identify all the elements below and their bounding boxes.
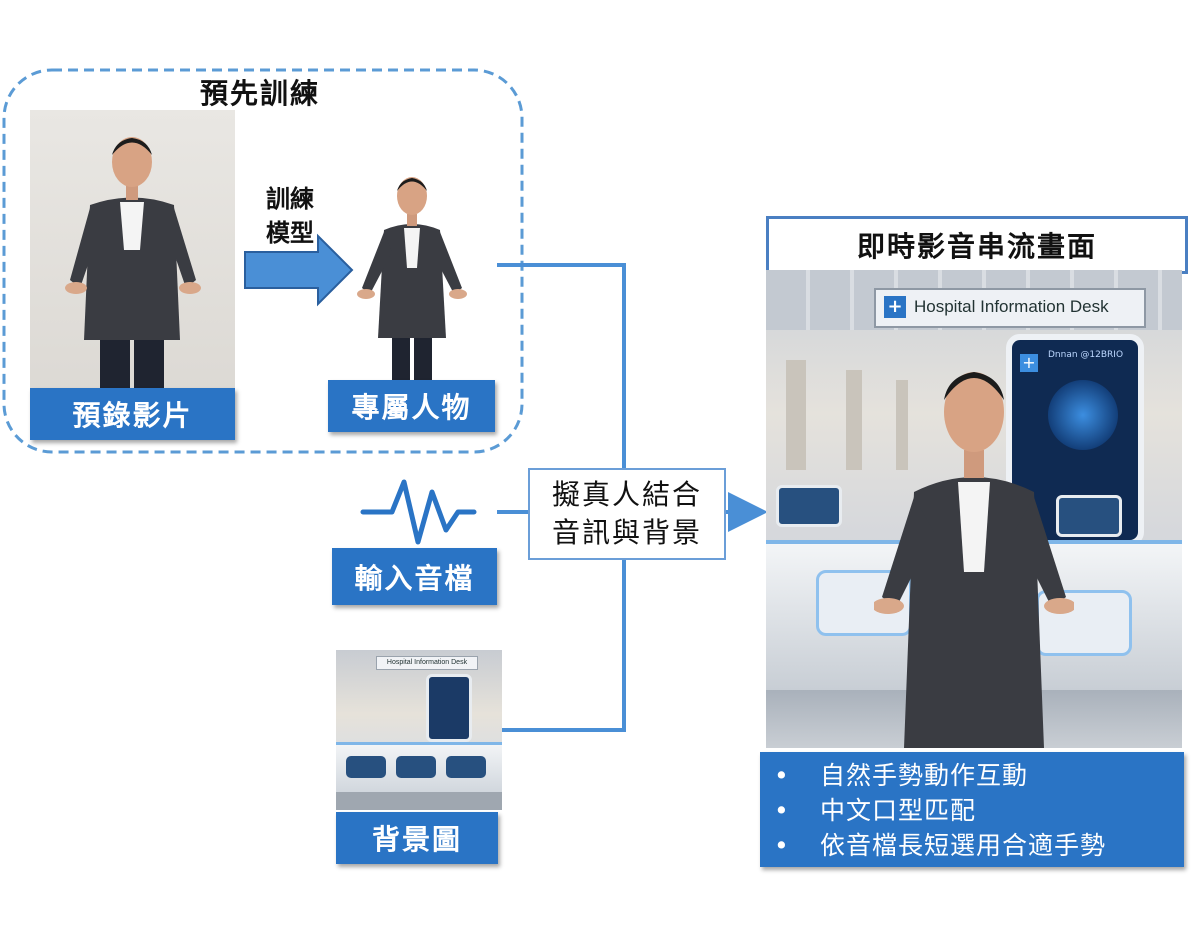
thumbnail-kiosk <box>426 674 472 742</box>
background-connector <box>502 560 626 732</box>
background-label: 背景圖 <box>336 812 498 864</box>
column <box>846 370 862 470</box>
combine-line-1: 擬真人結合 <box>551 478 702 511</box>
avatar-label: 專屬人物 <box>328 380 495 432</box>
combine-line-2: 音訊與背景 <box>551 516 702 549</box>
plus-icon: + <box>1020 354 1038 372</box>
feature-item: 中文口型匹配 <box>760 793 1184 828</box>
counter-tablet <box>1056 495 1122 537</box>
thumbnail-panel <box>446 756 486 778</box>
hospital-sign-text: Hospital Information Desk <box>914 297 1109 316</box>
person-figure-icon <box>65 137 201 395</box>
feature-list: 自然手勢動作互動 中文口型匹配 依音檔長短選用合適手勢 <box>760 752 1184 863</box>
audio-input-label: 輸入音檔 <box>332 548 497 605</box>
recorded-video-frame <box>30 110 235 395</box>
column <box>896 380 908 470</box>
avatar-figure <box>350 160 475 385</box>
thumbnail-panel <box>396 756 436 778</box>
train-arrow <box>244 233 354 307</box>
avatar-connector <box>497 263 626 470</box>
features-box: 自然手勢動作互動 中文口型匹配 依音檔長短選用合適手勢 <box>760 752 1184 867</box>
output-video-frame: + Hospital Information Desk Dnnan @12BRI… <box>766 270 1182 748</box>
combine-box: 擬真人結合 音訊與背景 <box>528 468 726 560</box>
presenter-figure <box>874 372 1074 748</box>
recorded-video-label: 預錄影片 <box>30 388 235 440</box>
thumbnail-panel <box>346 756 386 778</box>
feature-item: 自然手勢動作互動 <box>760 758 1184 793</box>
train-step-label: 訓練 模型 <box>266 185 314 247</box>
globe-icon <box>1048 380 1118 450</box>
pretrain-group-border <box>2 68 524 454</box>
person-figure-icon <box>357 177 467 385</box>
output-title: 即時影音串流畫面 <box>766 216 1188 274</box>
column <box>786 360 806 470</box>
thumbnail-floor <box>336 792 502 810</box>
hospital-sign-icon: + <box>884 296 906 318</box>
audio-wave-icon <box>360 479 477 545</box>
pretrain-title: 預先訓練 <box>200 77 321 110</box>
thumbnail-sign: Hospital Information Desk <box>376 656 478 670</box>
counter-tablet <box>776 485 842 527</box>
kiosk-text: Dnnan @12BRIO <box>1048 350 1124 360</box>
hospital-sign: + Hospital Information Desk <box>874 288 1146 328</box>
feature-item: 依音檔長短選用合適手勢 <box>760 828 1184 863</box>
background-thumbnail: Hospital Information Desk <box>336 650 502 810</box>
